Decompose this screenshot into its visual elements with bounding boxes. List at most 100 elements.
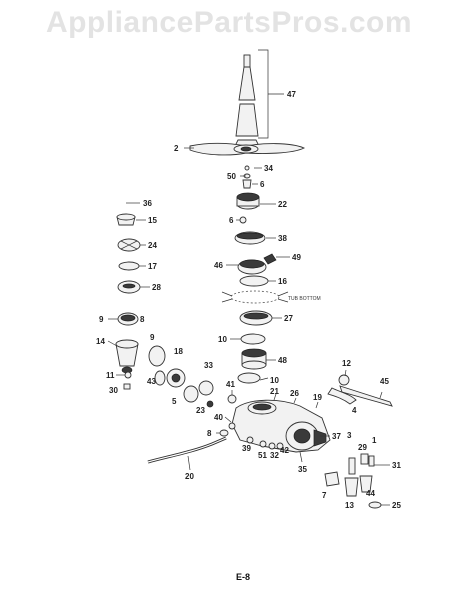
spray-tower-part <box>234 54 260 147</box>
callout-37: 37 <box>332 432 341 441</box>
ring-part-38 <box>234 231 266 245</box>
callout-1: 1 <box>372 436 377 445</box>
callout-11: 11 <box>106 371 115 380</box>
callout-28: 28 <box>152 283 161 292</box>
callout-6-lower: 6 <box>229 216 234 225</box>
callout-4: 4 <box>352 406 357 415</box>
callout-14: 14 <box>96 337 105 346</box>
callout-bracket-47 <box>258 49 284 139</box>
callout-13: 13 <box>345 501 354 510</box>
callout-44: 44 <box>366 489 375 498</box>
callout-9: 9 <box>99 315 104 324</box>
callout-23: 23 <box>196 406 205 415</box>
callout-40: 40 <box>214 413 223 422</box>
part-6-lower <box>239 216 247 224</box>
part-28 <box>117 280 141 294</box>
callout-9-lower: 9 <box>150 333 155 342</box>
callout-18: 18 <box>174 347 183 356</box>
callout-41: 41 <box>226 380 235 389</box>
part-51 <box>259 440 267 448</box>
callout-12: 12 <box>342 359 351 368</box>
callout-22: 22 <box>278 200 287 209</box>
bracket-parts <box>324 453 375 497</box>
callout-49: 49 <box>292 253 301 262</box>
callout-19: 19 <box>313 393 322 402</box>
callout-31: 31 <box>392 461 401 470</box>
callout-39: 39 <box>242 444 251 453</box>
ring-part-10-lower <box>237 372 261 384</box>
callout-24: 24 <box>148 241 157 250</box>
callout-34: 34 <box>264 164 273 173</box>
cup-part-14 <box>115 339 139 374</box>
callout-45: 45 <box>380 377 389 386</box>
hub-part-22 <box>236 192 260 210</box>
tub-bottom-label: TUB BOTTOM <box>288 296 321 302</box>
part-5 <box>183 385 199 403</box>
callout-2: 2 <box>174 144 179 153</box>
leader-lines <box>107 147 390 506</box>
ring-part-17 <box>118 261 140 271</box>
callout-38: 38 <box>278 234 287 243</box>
ring-part-10-upper <box>240 333 266 345</box>
part-30 <box>123 383 131 390</box>
callout-3: 3 <box>347 431 352 440</box>
part-49 <box>263 253 277 265</box>
callout-5: 5 <box>172 397 177 406</box>
callout-17: 17 <box>148 262 157 271</box>
ring-part-9-lower <box>148 345 166 367</box>
callout-26: 26 <box>290 389 299 398</box>
part-6-upper <box>242 179 252 189</box>
callout-29: 29 <box>358 443 367 452</box>
callout-32: 32 <box>270 451 279 460</box>
callout-30: 30 <box>109 386 118 395</box>
part-33 <box>198 380 214 396</box>
part-23 <box>206 400 214 408</box>
page-number: E-8 <box>236 572 250 582</box>
callout-48: 48 <box>278 356 287 365</box>
part-39 <box>246 436 254 444</box>
callout-7: 7 <box>322 491 327 500</box>
callout-16: 16 <box>278 277 287 286</box>
callout-35: 35 <box>298 465 307 474</box>
callout-8-lower: 8 <box>207 429 212 438</box>
callout-25: 25 <box>392 501 401 510</box>
callout-10-lower: 10 <box>270 376 279 385</box>
tub-bottom-outline <box>221 290 289 304</box>
watermark-text: AppliancePartsPros.com <box>45 6 413 39</box>
part-8 <box>219 429 229 437</box>
callout-20: 20 <box>185 472 194 481</box>
callout-21: 21 <box>270 387 279 396</box>
callout-47: 47 <box>287 90 296 99</box>
callout-6: 6 <box>260 180 265 189</box>
spray-arm-part <box>189 142 306 156</box>
callout-36: 36 <box>143 199 152 208</box>
gear-part-18 <box>166 368 186 388</box>
callout-43: 43 <box>147 377 156 386</box>
callout-33: 33 <box>204 361 213 370</box>
part-9-upper <box>117 312 139 326</box>
part-42 <box>276 442 284 450</box>
callout-27: 27 <box>284 314 293 323</box>
part-27 <box>239 310 273 326</box>
part-41 <box>227 394 237 404</box>
callout-10: 10 <box>218 335 227 344</box>
callout-42: 42 <box>280 446 289 455</box>
callout-51: 51 <box>258 451 267 460</box>
part-43 <box>154 370 166 386</box>
part-24 <box>117 238 141 252</box>
callout-46: 46 <box>214 261 223 270</box>
ring-part-16 <box>239 275 269 287</box>
callout-15: 15 <box>148 216 157 225</box>
part-32 <box>268 442 276 450</box>
part-25 <box>368 501 382 509</box>
lever-part-45 <box>327 374 393 407</box>
part-34 <box>244 165 250 171</box>
callout-8: 8 <box>140 315 145 324</box>
part-11 <box>124 371 132 379</box>
part-48 <box>241 348 267 370</box>
motor-part-35 <box>285 421 327 451</box>
callout-labels: 47 2 34 50 6 22 36 15 6 38 24 17 46 49 1… <box>96 90 401 582</box>
impeller-part-46 <box>237 259 267 275</box>
callout-50: 50 <box>227 172 236 181</box>
